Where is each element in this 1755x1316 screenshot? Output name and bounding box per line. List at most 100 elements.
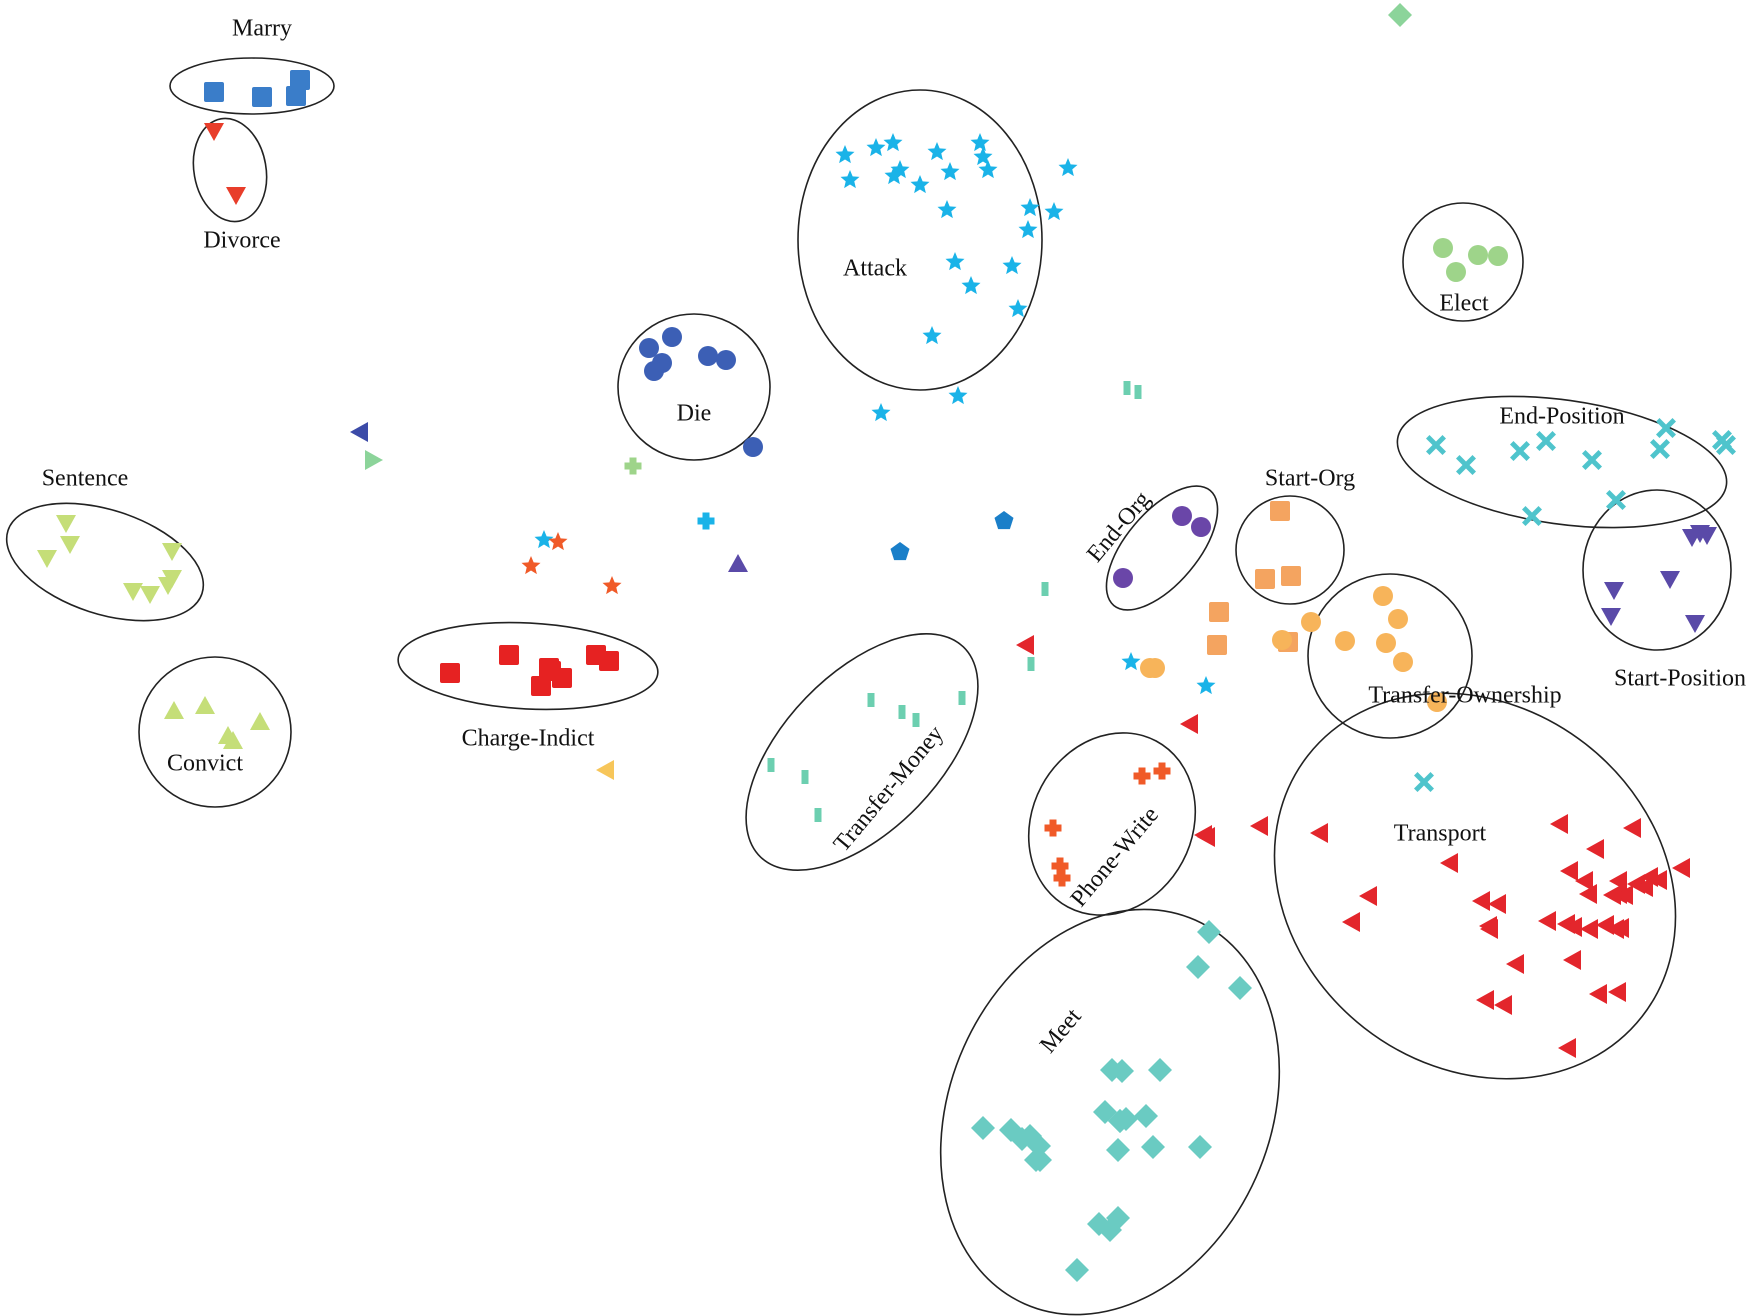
data-point-start-position xyxy=(1697,527,1717,545)
data-point-transfer-ownership xyxy=(1393,652,1413,672)
data-point-marry xyxy=(286,86,306,106)
data-point-attack xyxy=(948,386,968,405)
data-point-attack xyxy=(910,175,930,194)
data-point-transport xyxy=(1575,871,1593,891)
data-point-meet xyxy=(1141,1135,1165,1159)
cluster-outline-transfer-ownership xyxy=(1307,573,1473,739)
data-point-unclustered xyxy=(1041,582,1049,596)
data-point-end-position xyxy=(1522,506,1542,526)
data-point-transfer-money xyxy=(767,758,775,772)
cluster-label-charge-indict: Charge-Indict xyxy=(462,726,595,752)
data-point-meet xyxy=(1186,955,1210,979)
data-point-charge-indict xyxy=(599,651,619,671)
data-point-end-position xyxy=(1536,431,1556,451)
data-point-meet xyxy=(1098,1218,1122,1242)
cluster-outline-sentence xyxy=(5,502,205,622)
data-point-attack xyxy=(1058,158,1078,177)
data-point-attack xyxy=(871,403,891,422)
data-point-transport xyxy=(1359,886,1377,906)
data-point-transfer-money xyxy=(958,691,966,705)
data-point-unclustered xyxy=(350,422,368,442)
cluster-label-convict: Convict xyxy=(167,751,243,777)
data-point-end-org xyxy=(1191,517,1211,537)
cluster-label-transfer-ownership: Transfer-Ownership xyxy=(1368,683,1561,709)
data-point-transfer-ownership xyxy=(1335,631,1355,651)
data-point-end-position xyxy=(1656,418,1676,438)
data-point-transport xyxy=(1606,919,1624,939)
cluster-label-die: Die xyxy=(677,401,712,427)
cluster-outlines xyxy=(5,57,1732,1316)
data-point-transport xyxy=(1603,885,1621,905)
data-point-transport xyxy=(1479,916,1497,936)
data-point-transport xyxy=(1586,839,1604,859)
data-point-sentence xyxy=(140,586,160,604)
cluster-label-divorce: Divorce xyxy=(203,228,280,254)
cluster-label-meet: Meet xyxy=(1035,1004,1087,1059)
data-point-attack xyxy=(973,147,993,166)
data-point-attack xyxy=(840,170,860,189)
data-point-attack xyxy=(940,162,960,181)
data-point-transfer-money xyxy=(867,693,875,707)
data-point-transport xyxy=(1550,814,1568,834)
data-point-start-org xyxy=(1270,501,1290,521)
data-point-transport xyxy=(1580,919,1598,939)
data-point-transport xyxy=(1440,853,1458,873)
data-point-charge-indict xyxy=(531,676,551,696)
data-point-meet xyxy=(1228,976,1252,1000)
data-point-start-position xyxy=(1601,608,1621,626)
data-point-attack xyxy=(927,142,947,161)
data-point-start-position xyxy=(1604,582,1624,600)
data-point-unclustered xyxy=(728,554,748,572)
data-point-unclustered xyxy=(1027,657,1035,671)
data-point-transport xyxy=(1563,950,1581,970)
data-point-attack xyxy=(890,160,910,179)
data-point-elect xyxy=(1488,246,1508,266)
data-point-sentence xyxy=(37,550,57,568)
data-point-unclustered xyxy=(1388,3,1412,27)
data-point-end-org xyxy=(1113,568,1133,588)
data-point-attack xyxy=(961,276,981,295)
cluster-outline-end-position xyxy=(1396,395,1728,529)
data-point-transfer-money xyxy=(814,808,822,822)
data-point-meet xyxy=(1065,1258,1089,1282)
data-point-transport xyxy=(1342,912,1360,932)
data-point-marry xyxy=(204,82,224,102)
data-point-transport xyxy=(1609,871,1627,891)
data-point-transport xyxy=(1635,877,1653,897)
data-point-die xyxy=(698,346,718,366)
data-point-transport xyxy=(1476,990,1494,1010)
data-point-transport xyxy=(1589,984,1607,1004)
data-point-unclustered xyxy=(365,450,383,470)
data-point-meet xyxy=(999,1118,1023,1142)
cluster-outline-phone-write xyxy=(1027,732,1197,916)
data-point-transfer-ownership xyxy=(1301,612,1321,632)
cluster-outline-convict xyxy=(138,656,292,808)
cluster-outline-elect xyxy=(1402,202,1524,322)
data-point-die xyxy=(716,350,736,370)
data-point-unclustered xyxy=(1194,825,1212,845)
data-point-marry xyxy=(252,87,272,107)
data-point-unclustered xyxy=(890,542,910,561)
cluster-label-transfer-money: Transfer-Money xyxy=(829,721,949,857)
data-point-unclustered xyxy=(521,556,541,575)
data-point-unclustered xyxy=(1207,635,1227,655)
cluster-outline-marry xyxy=(169,57,335,115)
cluster-outline-end-org xyxy=(1105,485,1219,611)
cluster-outline-transport xyxy=(1273,692,1677,1080)
data-point-phone-write xyxy=(1044,819,1062,837)
cluster-outline-divorce xyxy=(192,117,268,223)
cluster-label-phone-write: Phone-Write xyxy=(1066,802,1164,912)
data-point-elect xyxy=(1433,238,1453,258)
data-point-transfer-money xyxy=(898,705,906,719)
data-point-sentence xyxy=(56,515,76,533)
cluster-label-attack: Attack xyxy=(843,256,907,282)
data-point-end-position xyxy=(1606,490,1626,510)
data-point-transport xyxy=(1494,995,1512,1015)
data-point-meet xyxy=(1106,1138,1130,1162)
data-point-convict xyxy=(250,712,270,730)
data-point-unclustered xyxy=(602,576,622,595)
data-point-transport xyxy=(1506,954,1524,974)
cluster-label-start-position: Start-Position xyxy=(1614,666,1746,692)
data-point-attack xyxy=(835,145,855,164)
data-point-transport xyxy=(1488,894,1506,914)
